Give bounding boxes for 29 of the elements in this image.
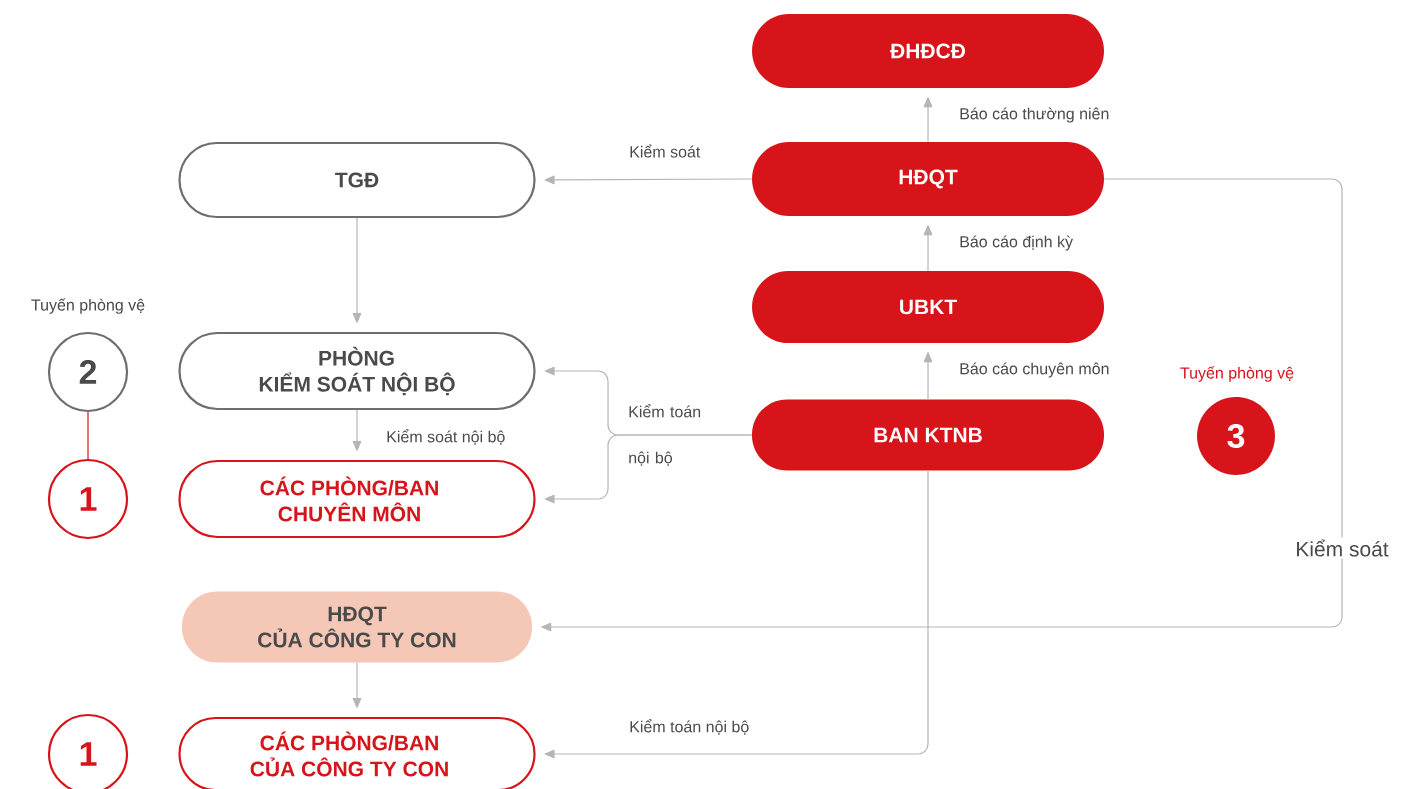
- pill-box: ĐHĐCĐ: [752, 14, 1104, 88]
- arrow: [544, 470, 929, 759]
- caption-text: Tuyến phòng vệ: [1180, 366, 1294, 382]
- edge-label: Báo cáo định kỳ: [960, 235, 1073, 251]
- edge-label: Kiểm toán nội bộ: [630, 719, 749, 735]
- pill-box: CÁC PHÒNG/BAN CHUYÊN MÔN: [178, 459, 536, 539]
- arrow: [923, 352, 933, 400]
- arrow: [923, 225, 933, 272]
- edge-label: Kiểm toán nội bộ: [629, 404, 701, 466]
- edge-label: Kiểm soát: [630, 144, 701, 158]
- pill-box: UBKT: [752, 271, 1104, 343]
- edge-label: Báo cáo chuyên môn: [960, 362, 1109, 378]
- edge-label: Kiểm soát nội bộ: [387, 429, 505, 445]
- arrow: [544, 175, 753, 185]
- pill-box: HĐQT: [752, 142, 1104, 216]
- arrow: [923, 97, 933, 143]
- pill-box: TGĐ: [178, 141, 536, 219]
- pill-box: CÁC PHÒNG/BAN CỦA CÔNG TY CON: [178, 716, 536, 789]
- arrow: [352, 662, 362, 708]
- arrow: [352, 409, 362, 451]
- pill-box: BAN KTNB: [752, 399, 1104, 471]
- pill-box: HĐQT CỦA CÔNG TY CON: [182, 591, 532, 663]
- arrow: [541, 178, 1343, 632]
- pill-box: PHÒNG KIỂM SOÁT NỘI BỘ: [178, 331, 536, 411]
- arrow: [352, 217, 362, 323]
- arrow: [544, 434, 753, 504]
- edge-label: Báo cáo thường niên: [960, 107, 1109, 123]
- edge-label: Kiểm soát: [1297, 539, 1389, 557]
- caption-text: Tuyến phòng vệ: [31, 298, 145, 314]
